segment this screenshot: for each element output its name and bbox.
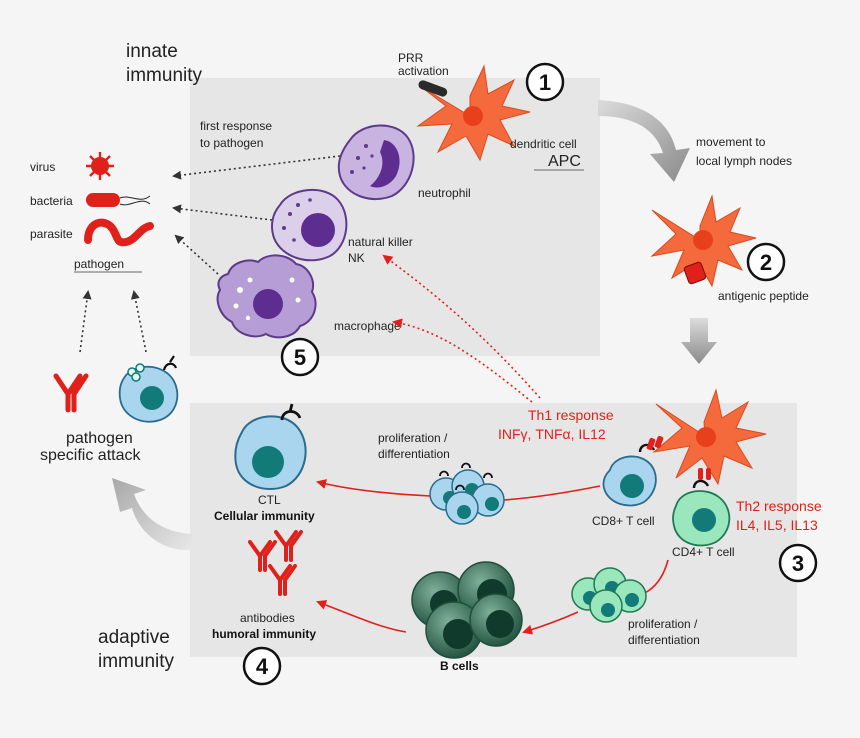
nk-to-pathogen-arrow bbox=[172, 204, 273, 221]
th1-title: Th1 response bbox=[528, 407, 614, 423]
th2-cytokines: IL4, IL5, IL13 bbox=[736, 517, 818, 533]
humoral-immunity-label: humoral immunity bbox=[212, 627, 316, 641]
step-3-badge: 3 bbox=[778, 543, 818, 583]
svg-text:4: 4 bbox=[256, 654, 269, 679]
antigen-presenting-dendritic-cell bbox=[650, 194, 757, 288]
dendritic-cell-label: dendritic cell bbox=[510, 137, 577, 151]
cd4-label: CD4+ T cell bbox=[672, 545, 735, 559]
svg-text:3: 3 bbox=[792, 551, 804, 576]
th2-title: Th2 response bbox=[736, 498, 822, 514]
cd4-proliferation-cluster bbox=[571, 567, 647, 623]
down-arrow bbox=[681, 318, 717, 364]
cellular-immunity-label: Cellular immunity bbox=[214, 509, 315, 523]
proliferation-to-bcells-arrow bbox=[522, 611, 579, 635]
attack-label-line1: pathogen bbox=[66, 430, 133, 447]
virus-icon bbox=[86, 152, 114, 180]
innate-title-line2: immunity bbox=[126, 65, 203, 86]
antibodies-label: antibodies bbox=[240, 611, 295, 625]
ctl-label: CTL bbox=[258, 493, 281, 507]
dendritic-cell bbox=[416, 64, 531, 162]
bacteria-icon bbox=[86, 193, 151, 207]
cd8-to-cluster-arrow bbox=[503, 485, 601, 501]
prr-label-line2: activation bbox=[398, 64, 449, 78]
adaptive-title-line1: adaptive bbox=[98, 627, 170, 648]
antibody-icon bbox=[53, 373, 89, 413]
parasite-label: parasite bbox=[30, 227, 73, 241]
adaptive-title-line2: immunity bbox=[98, 651, 175, 672]
prr-label-line1: PRR bbox=[398, 51, 424, 65]
macrophage-cell bbox=[216, 254, 317, 339]
cd4-t-cell bbox=[672, 468, 731, 547]
bcells-to-antibodies-arrow bbox=[316, 600, 407, 633]
svg-text:1: 1 bbox=[539, 70, 551, 95]
antigenic-peptide-icon bbox=[683, 261, 707, 285]
antigenic-peptide-label: antigenic peptide bbox=[718, 289, 809, 303]
pathogen-title: pathogen bbox=[74, 257, 124, 271]
th1-cytokines: INFγ, TNFα, IL12 bbox=[498, 426, 606, 442]
proliferation-top-line2: differentiation bbox=[378, 447, 450, 461]
b-cell-cluster bbox=[411, 561, 523, 659]
cd8-proliferation-cluster bbox=[429, 462, 505, 525]
parasite-icon bbox=[84, 218, 154, 247]
th1-to-nk-arrow bbox=[382, 254, 541, 399]
prr-receptor-icon bbox=[418, 80, 448, 97]
neutrophil-cell bbox=[337, 124, 415, 201]
movement-label-line2: local lymph nodes bbox=[696, 154, 792, 168]
bacteria-label: bacteria bbox=[30, 194, 73, 208]
antibody-to-pathogen-arrow bbox=[79, 290, 92, 353]
first-response-line2: to pathogen bbox=[200, 136, 263, 150]
proliferation-bottom-line2: differentiation bbox=[628, 633, 700, 647]
neutrophil-label: neutrophil bbox=[418, 186, 471, 200]
cd8-t-cell bbox=[602, 435, 664, 507]
svg-text:5: 5 bbox=[294, 345, 306, 370]
ctl-cell bbox=[234, 403, 307, 490]
th1-to-macrophage-arrow bbox=[392, 318, 533, 403]
innate-title-line1: innate bbox=[126, 41, 178, 62]
step-4-badge: 4 bbox=[242, 646, 282, 686]
cell-to-pathogen-arrow bbox=[130, 290, 147, 353]
virus-label: virus bbox=[30, 160, 55, 174]
proliferation-bottom-line1: proliferation / bbox=[628, 617, 698, 631]
step-2-badge: 2 bbox=[746, 242, 786, 282]
first-response-line1: first response bbox=[200, 119, 272, 133]
attack-label-line2: specific attack bbox=[40, 447, 141, 464]
proliferation-top-line1: proliferation / bbox=[378, 431, 448, 445]
attack-curved-arrow bbox=[112, 478, 192, 551]
b-cells-label: B cells bbox=[440, 659, 479, 673]
step-1-badge: 1 bbox=[525, 62, 565, 102]
step-5-badge: 5 bbox=[280, 337, 320, 377]
cd8-label: CD8+ T cell bbox=[592, 514, 655, 528]
nk-label-line2: NK bbox=[348, 251, 365, 265]
apc-label: APC bbox=[548, 153, 581, 170]
macrophage-label: macrophage bbox=[334, 319, 401, 333]
movement-label-line1: movement to bbox=[696, 135, 766, 149]
cluster-to-ctl-arrow bbox=[316, 479, 431, 497]
movement-curved-arrow bbox=[598, 100, 690, 182]
natural-killer-cell bbox=[271, 188, 348, 262]
svg-text:2: 2 bbox=[760, 250, 772, 275]
attack-cell-icon bbox=[118, 355, 179, 423]
nk-label-line1: natural killer bbox=[348, 235, 413, 249]
antibodies-icon bbox=[248, 530, 303, 596]
